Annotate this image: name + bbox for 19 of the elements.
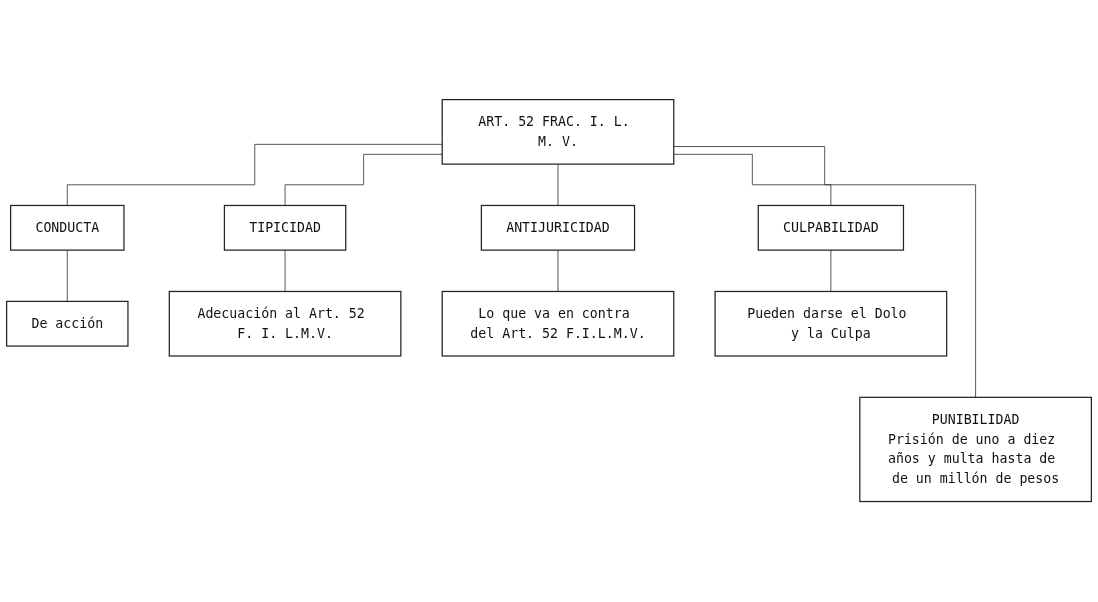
connector: [66, 144, 443, 207]
node-box: Adecuación al Art. 52 F. I. L.M.V.: [168, 291, 402, 357]
connector: [66, 250, 68, 303]
connector: [673, 154, 832, 207]
connector: [557, 250, 559, 293]
connector: [830, 250, 832, 293]
node-box: Lo que va en contra del Art. 52 F.I.L.M.V.: [441, 291, 675, 357]
node-box: De acción: [6, 301, 129, 348]
connector: [673, 146, 976, 399]
node-box: ART. 52 FRAC. I. L. M. V.: [441, 99, 675, 166]
connector: [284, 250, 286, 293]
node-box: PUNIBILIDAD Prisión de uno a diez años y multa hasta de de un millón de pesos: [859, 397, 1092, 503]
connector: [284, 154, 443, 207]
node-box: Pueden darse el Dolo y la Culpa: [714, 291, 948, 357]
node-box: ANTIJURICIDAD: [480, 205, 636, 252]
node-box: CULPABILIDAD: [757, 205, 905, 252]
node-box: CONDUCTA: [10, 205, 125, 252]
connector: [557, 164, 559, 207]
node-box: TIPICIDAD: [223, 205, 347, 252]
